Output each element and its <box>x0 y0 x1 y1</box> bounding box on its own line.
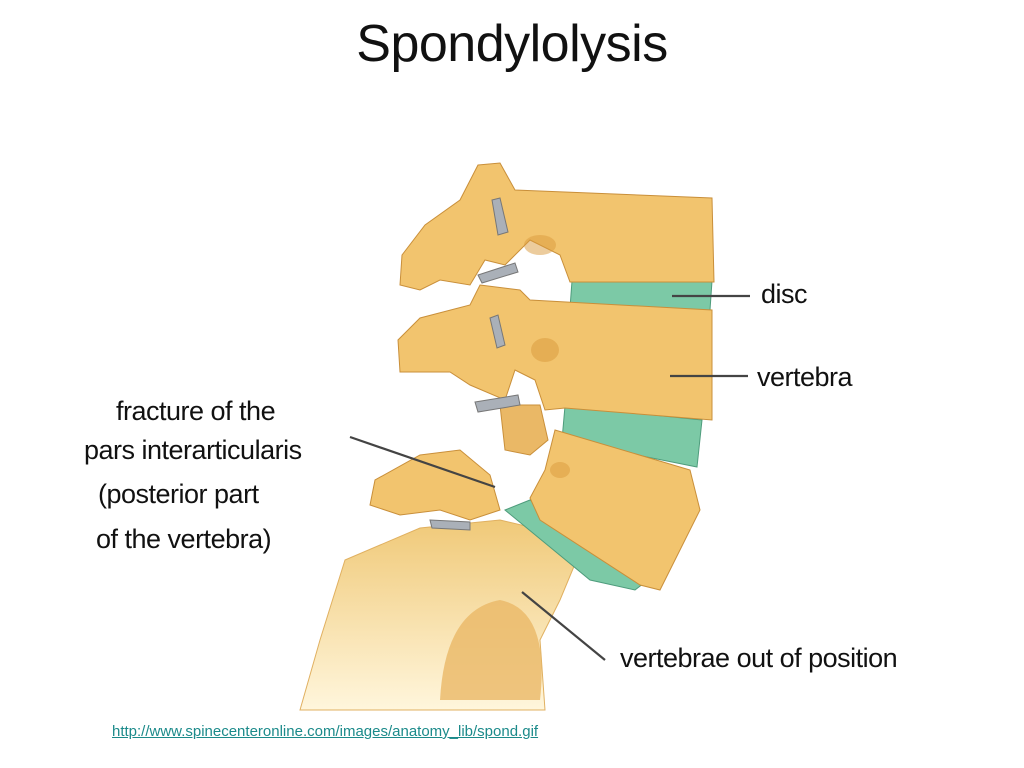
vertebra-lower <box>529 429 701 591</box>
bone-shading <box>524 235 570 478</box>
label-vertebra: vertebra <box>757 362 853 392</box>
label-disc: disc <box>761 279 808 309</box>
source-link[interactable]: http://www.spinecenteronline.com/images/… <box>112 723 539 740</box>
label-out-of-position: vertebrae out of position <box>620 643 898 673</box>
facet-joints <box>429 197 521 531</box>
label-fracture-line3: (posterior part <box>98 479 259 509</box>
position-leader-line <box>521 591 606 661</box>
label-fracture-line2: pars interarticularis <box>84 435 302 465</box>
posterior-fragment <box>369 449 501 521</box>
vertebra-top <box>399 162 715 291</box>
sacrum-texture <box>440 600 542 700</box>
label-fracture-line1: fracture of the <box>116 396 276 426</box>
label-fracture-line4: of the vertebra) <box>96 524 272 554</box>
fracture-leader-line <box>349 435 496 489</box>
pedicle <box>499 404 549 456</box>
slide-title: Spondylolysis <box>356 15 668 73</box>
